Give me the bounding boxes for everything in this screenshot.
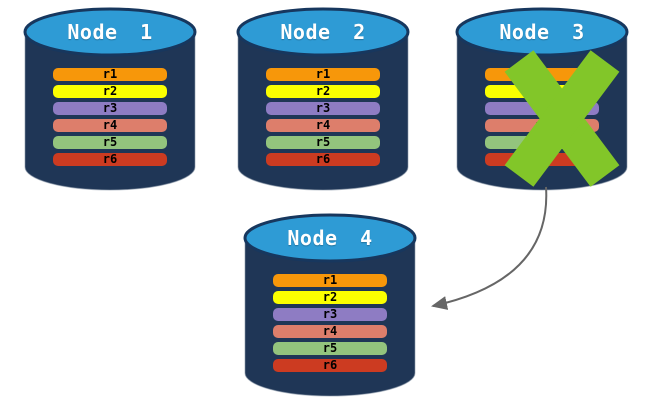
replica-row-r1: r1 (273, 274, 387, 287)
replica-rows: r1 r2 r3 r4 r5 r6 (266, 68, 380, 170)
replica-row-label: r5 (322, 341, 338, 355)
replica-row-label: r2 (322, 290, 338, 304)
replica-row-r5: r5 (273, 342, 387, 355)
replica-row-label: r1 (322, 273, 338, 287)
replica-row-label: r5 (102, 135, 118, 149)
replica-row-label: r3 (315, 101, 331, 115)
node-3: Node 3 r1 r2 r3 r4 r5 r6 (452, 4, 632, 196)
replica-row-r6: r6 (273, 359, 387, 372)
replica-row-r1: r1 (266, 68, 380, 81)
node-title: Node 2 (280, 20, 366, 44)
node-4: Node 4 r1 r2 r3 r4 r5 r6 (240, 210, 420, 402)
replica-row-r6: r6 (266, 153, 380, 166)
replica-row-r4: r4 (273, 325, 387, 338)
replica-row-label: r4 (322, 324, 338, 338)
node-title: Node 3 (499, 20, 585, 44)
replica-row-label: r1 (315, 67, 331, 81)
failure-x-icon (504, 50, 620, 187)
replica-row-label: r6 (102, 152, 118, 166)
replica-row-label: r1 (102, 67, 118, 81)
replica-rows: r1 r2 r3 r4 r5 r6 (273, 274, 387, 376)
replica-row-label: r3 (102, 101, 118, 115)
replica-row-label: r6 (315, 152, 331, 166)
replica-row-r1: r1 (53, 68, 167, 81)
replica-row-r4: r4 (266, 119, 380, 132)
replica-row-r3: r3 (53, 102, 167, 115)
replica-row-label: r4 (315, 118, 331, 132)
replica-row-label: r5 (315, 135, 331, 149)
node-title: Node 1 (67, 20, 153, 44)
replica-row-label: r6 (322, 358, 338, 372)
replica-row-label: r2 (315, 84, 331, 98)
replica-row-r5: r5 (53, 136, 167, 149)
replica-row-r3: r3 (273, 308, 387, 321)
replica-row-label: r4 (102, 118, 118, 132)
replica-row-label: r2 (102, 84, 118, 98)
node-1: Node 1 r1 r2 r3 r4 r5 r6 (20, 4, 200, 196)
replica-row-r2: r2 (273, 291, 387, 304)
replica-row-r4: r4 (53, 119, 167, 132)
replica-row-r5: r5 (266, 136, 380, 149)
node-title: Node 4 (287, 226, 373, 250)
replica-row-r6: r6 (53, 153, 167, 166)
arrow-curve (431, 186, 548, 310)
replica-row-label: r3 (322, 307, 338, 321)
replica-row-r2: r2 (53, 85, 167, 98)
replica-row-r3: r3 (266, 102, 380, 115)
node-2: Node 2 r1 r2 r3 r4 r5 r6 (233, 4, 413, 196)
replica-row-r2: r2 (266, 85, 380, 98)
replica-rows: r1 r2 r3 r4 r5 r6 (53, 68, 167, 170)
